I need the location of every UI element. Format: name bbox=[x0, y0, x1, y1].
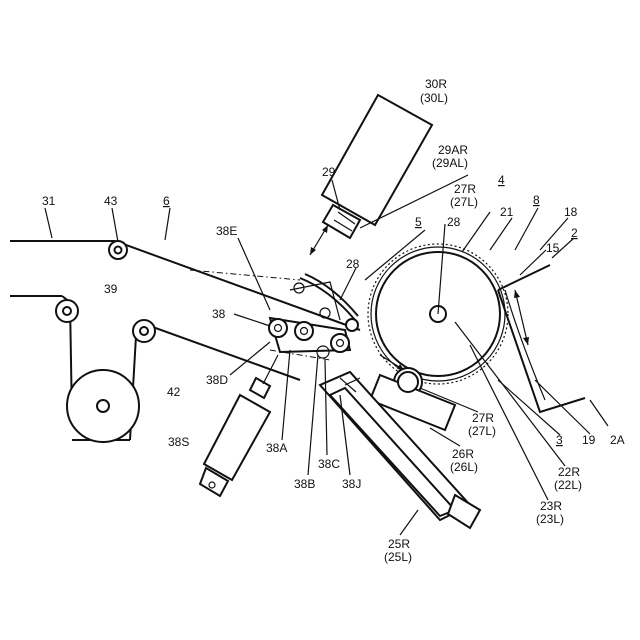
label-29AL: (29AL) bbox=[432, 156, 468, 170]
roller-left bbox=[56, 300, 78, 322]
label-27R-bot: 27R bbox=[472, 411, 494, 425]
label-23L: (23L) bbox=[536, 512, 564, 526]
label-30L: (30L) bbox=[420, 91, 448, 105]
label-28a: 28 bbox=[447, 215, 461, 229]
label-29AR: 29AR bbox=[438, 143, 468, 157]
label-18: 18 bbox=[564, 205, 578, 219]
label-42: 42 bbox=[167, 385, 181, 399]
label-38B: 38B bbox=[294, 477, 315, 491]
label-2: 2 bbox=[571, 226, 578, 240]
label-22R: 22R bbox=[558, 465, 580, 479]
roller-middle bbox=[133, 320, 155, 342]
label-38J: 38J bbox=[342, 477, 361, 491]
label-43: 43 bbox=[104, 194, 118, 208]
label-39: 39 bbox=[104, 282, 118, 296]
label-29: 29 bbox=[322, 165, 336, 179]
label-26L: (26L) bbox=[450, 460, 478, 474]
label-38S: 38S bbox=[168, 435, 189, 449]
label-38A: 38A bbox=[266, 441, 287, 455]
label-38E: 38E bbox=[216, 224, 237, 238]
label-27L-top: (27L) bbox=[450, 195, 478, 209]
label-4: 4 bbox=[498, 173, 505, 187]
label-3: 3 bbox=[556, 433, 563, 447]
label-22L: (22L) bbox=[554, 478, 582, 492]
label-23R: 23R bbox=[540, 499, 562, 513]
label-2A: 2A bbox=[610, 433, 625, 447]
label-21: 21 bbox=[500, 205, 514, 219]
label-28b: 28 bbox=[346, 257, 360, 271]
label-25L: (25L) bbox=[384, 550, 412, 564]
label-15: 15 bbox=[546, 241, 560, 255]
drum-42 bbox=[67, 370, 139, 442]
label-26R: 26R bbox=[452, 447, 474, 461]
label-31: 31 bbox=[42, 194, 56, 208]
label-27R-top: 27R bbox=[454, 182, 476, 196]
label-8: 8 bbox=[533, 193, 540, 207]
label-38D: 38D bbox=[206, 373, 228, 387]
label-38C: 38C bbox=[318, 457, 340, 471]
label-38: 38 bbox=[212, 307, 226, 321]
roller-39 bbox=[109, 241, 127, 259]
label-25R: 25R bbox=[388, 537, 410, 551]
label-5: 5 bbox=[415, 215, 422, 229]
label-27L-bot: (27L) bbox=[468, 424, 496, 438]
label-30R: 30R bbox=[425, 77, 447, 91]
label-6: 6 bbox=[163, 194, 170, 208]
guide-2 bbox=[498, 265, 585, 412]
label-19: 19 bbox=[582, 433, 596, 447]
